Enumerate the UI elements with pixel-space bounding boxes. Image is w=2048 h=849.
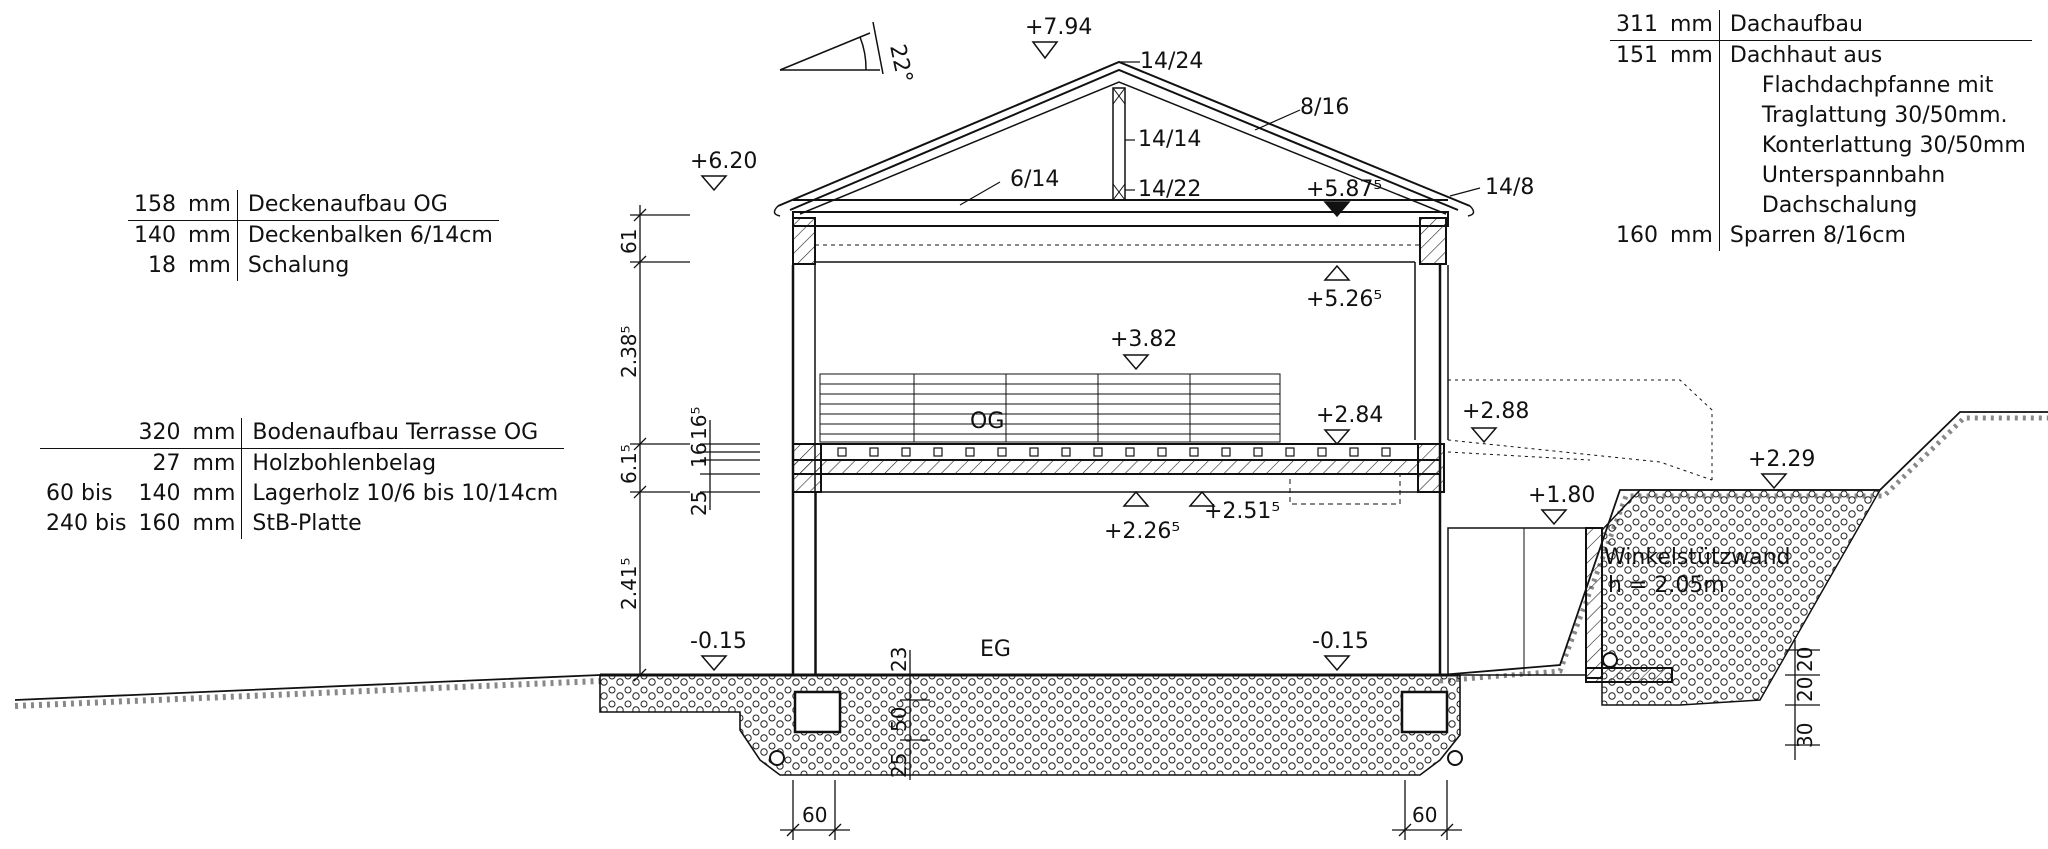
legend-amount: 320 (132, 418, 187, 449)
legend-unit: mm (188, 223, 231, 248)
legend-desc: Bodenaufbau Terrasse OG (241, 418, 565, 449)
legend-amount: 140 (138, 481, 181, 506)
dim-20-mid: 20 (1793, 677, 1817, 702)
legend-terrasse: 320 mm Bodenaufbau Terrasse OG 27 mm Hol… (40, 418, 565, 539)
level-minus-0-15-left: -0.15 (690, 629, 747, 654)
dim-60-right: 60 (1412, 803, 1437, 827)
legend-unit: mm (192, 451, 236, 476)
level-1-80: +1.80 (1528, 483, 1595, 508)
legend-amount: 158 (128, 190, 182, 221)
dim-20-top: 20 (1793, 647, 1817, 672)
legend-deckenaufbau: 158 mm Deckenaufbau OG 140 mm Deckenbalk… (128, 190, 499, 281)
legend-amount: 160 (1616, 223, 1658, 248)
dim-61: 61 (617, 229, 641, 254)
room-og: OG (970, 409, 1004, 434)
legend-amount: 140 (134, 223, 176, 248)
level-3-82: +3.82 (1110, 327, 1177, 352)
wall-label-name: Winkelstützwand (1604, 545, 1791, 570)
legend-unit: mm (182, 190, 238, 221)
legend-pre: 60 bis (46, 481, 113, 506)
level-2-88: +2.88 (1462, 399, 1529, 424)
legend-desc: Lagerholz 10/6 bis 10/14cm (241, 479, 565, 509)
level-7-94: +7.94 (1025, 15, 1092, 40)
footing-width-dimensions (780, 780, 1462, 840)
dim-25-foundation: 25 (887, 753, 911, 778)
level-2-29: +2.29 (1748, 447, 1815, 472)
legend-desc: Deckenbalken 6/14cm (236, 220, 499, 251)
level-2-265: +2.26⁵ (1104, 519, 1180, 544)
legend-sub: Flachdachpfanne mit (1761, 73, 1994, 98)
legend-desc: Sparren 8/16cm (1718, 221, 2032, 251)
dim-16: 16 (687, 443, 711, 468)
legend-desc: Holzbohlenbelag (241, 448, 565, 479)
legend-pre: 240 bis (46, 511, 127, 536)
legend-amount: 160 (138, 511, 181, 536)
legend-unit: mm (188, 253, 231, 278)
dim-2-385: 2.38⁵ (617, 325, 641, 378)
dim-50: 50 (887, 707, 911, 732)
legend-unit: mm (192, 481, 236, 506)
legend-unit: mm (192, 511, 236, 536)
level-minus-0-15-right: -0.15 (1312, 629, 1369, 654)
member-6-14: 6/14 (1010, 167, 1059, 192)
member-14-8: 14/8 (1485, 175, 1534, 200)
level-2-84: +2.84 (1316, 403, 1383, 428)
dim-6-15: 6.1⁵ (617, 444, 641, 484)
legend-desc: StB-Platte (241, 509, 565, 539)
legend-amount: 27 (152, 451, 181, 476)
level-5-875: +5.87⁵ (1306, 177, 1382, 202)
member-14-22: 14/22 (1138, 177, 1201, 202)
legend-sub: Konterlattung 30/50mm (1761, 133, 2026, 158)
level-5-265: +5.26⁵ (1306, 287, 1382, 312)
dim-2-415: 2.41⁵ (617, 557, 641, 610)
member-14-14: 14/14 (1138, 127, 1201, 152)
legend-desc: Dachaufbau (1718, 10, 2032, 41)
legend-desc: Schalung (236, 251, 499, 281)
legend-pre (40, 418, 133, 449)
building-walls (791, 211, 1713, 676)
dim-23: 23 (887, 647, 911, 672)
legend-amount: 311 (1610, 10, 1664, 41)
room-eg: EG (980, 637, 1011, 662)
level-2-515: +2.51⁵ (1204, 499, 1280, 524)
retaining-wall (1585, 489, 1882, 706)
member-8-16: 8/16 (1300, 95, 1349, 120)
dim-60-left: 60 (802, 803, 827, 827)
legend-amount: 18 (148, 253, 176, 278)
roof-angle-label: 22° (884, 42, 917, 85)
legend-sub: Traglattung 30/50mm. (1761, 103, 2008, 128)
legend-unit: mm (186, 418, 242, 449)
foundation-dimension-chain (900, 640, 1820, 780)
legend-unit: mm (1670, 43, 1713, 68)
level-6-20: +6.20 (690, 149, 757, 174)
legend-amount: 151 (1616, 43, 1658, 68)
dim-25: 25 (687, 491, 711, 516)
member-label-leaders (959, 61, 1481, 206)
dim-30: 30 (1793, 723, 1817, 748)
legend-sub: Dachschalung (1761, 193, 1918, 218)
legend-desc: Dachhaut aus (1729, 43, 1883, 68)
member-14-24: 14/24 (1140, 49, 1203, 74)
level-marker-triangles (700, 41, 1788, 672)
foundation (599, 673, 1463, 776)
vertical-dimension-chain (630, 205, 760, 682)
roof-angle-marker (779, 21, 884, 75)
dim-165: 16⁵ (687, 407, 711, 440)
legend-unit: mm (1670, 223, 1713, 248)
legend-desc: Deckenaufbau OG (236, 190, 499, 221)
legend-unit: mm (1664, 10, 1720, 41)
wall-label-height: h = 2.05m (1608, 573, 1725, 598)
legend-sub: Unterspannbahn (1761, 163, 1946, 188)
legend-dachaufbau: 311 mm Dachaufbau 151 mm Dachhaut aus Fl… (1610, 10, 2032, 251)
legend-desc-block: Dachhaut aus Flachdachpfanne mit Traglat… (1718, 40, 2032, 221)
